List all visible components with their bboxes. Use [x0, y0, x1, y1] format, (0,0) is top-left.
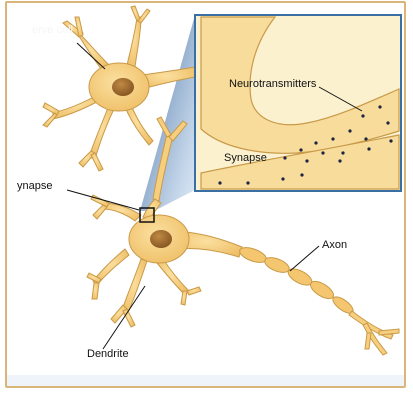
axon-terminals	[349, 311, 399, 355]
diagram-frame: erve cell Neurotransmitters Synapse ynap…	[5, 1, 406, 388]
callout-wedge	[140, 15, 195, 211]
neuron-illustration	[7, 3, 406, 388]
dendrite-label: Dendrite	[87, 348, 129, 361]
lower-nucleus	[150, 230, 172, 248]
upper-nucleus	[112, 78, 134, 96]
nerve-cell-label: erve cell	[32, 24, 73, 37]
synapse-label: ynapse	[17, 180, 52, 193]
axon-label: Axon	[322, 239, 347, 252]
neurotransmitters-label: Neurotransmitters	[229, 78, 316, 91]
synapse-zoom-label: Synapse	[224, 152, 267, 165]
lower-nerve-cell	[87, 195, 242, 327]
axon-myelin	[238, 245, 356, 317]
bottom-strip	[7, 375, 406, 388]
